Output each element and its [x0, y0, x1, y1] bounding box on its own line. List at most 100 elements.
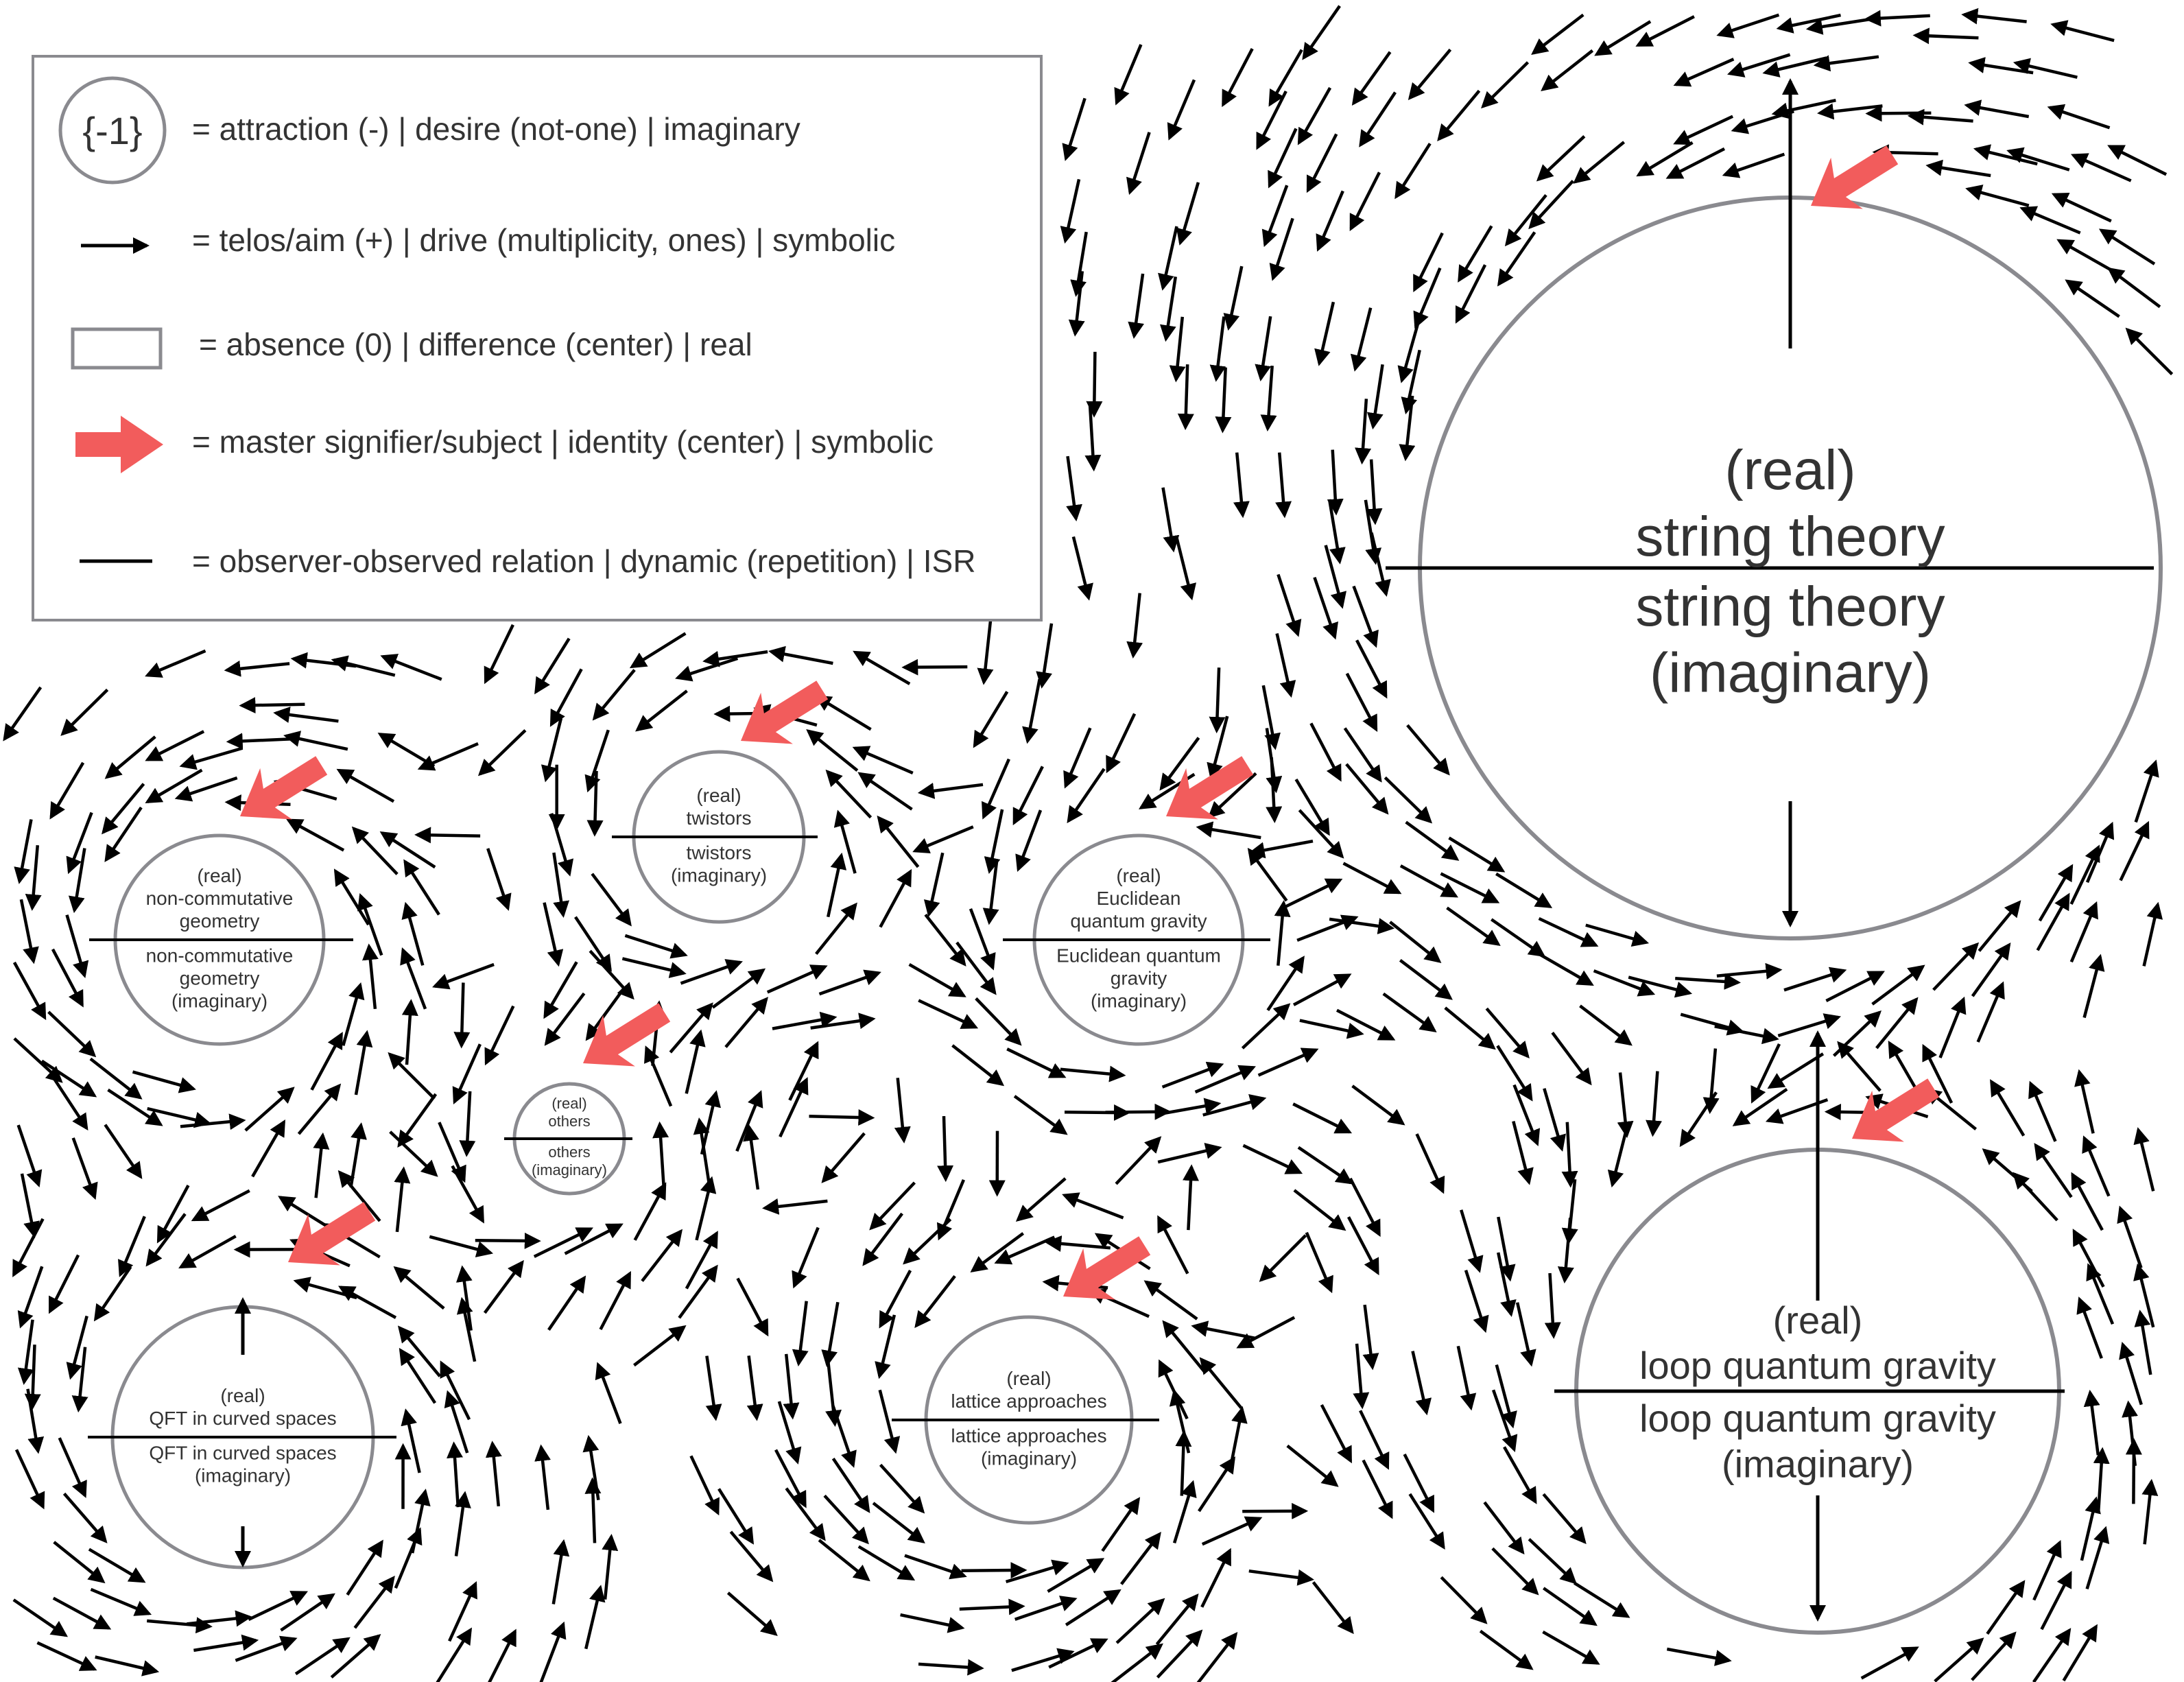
drive-arrow: [1491, 918, 1546, 958]
drive-arrow: [1011, 1648, 1075, 1672]
drive-arrow: [2080, 1496, 2101, 1561]
drive-arrow: [3, 686, 43, 742]
drive-arrow: [918, 999, 979, 1029]
drive-arrow: [1722, 152, 1785, 178]
drive-arrow: [1561, 1122, 1578, 1188]
imaginary-label: QFT in curved spaces: [149, 1443, 336, 1464]
drive-arrow: [1248, 1569, 1314, 1586]
drive-arrow: [1805, 17, 1872, 35]
imaginary-label: string theory: [1635, 576, 1945, 638]
drive-arrow: [1399, 395, 1416, 462]
drive-arrow: [354, 1030, 373, 1095]
drive-arrow: [2062, 1624, 2098, 1682]
drive-arrow: [2107, 145, 2168, 176]
drive-arrow: [1366, 459, 1383, 525]
drive-arrow: [956, 941, 997, 995]
legend-text-relation: = observer-observed relation | dynamic (…: [192, 543, 975, 579]
drive-arrow: [961, 1562, 1028, 1579]
drive-arrow: [1408, 48, 1452, 100]
drive-arrow: [678, 1264, 718, 1319]
drive-arrow: [454, 1491, 471, 1556]
drive-arrow: [923, 852, 945, 918]
master-signifier-icon: [75, 416, 163, 473]
drive-arrow: [918, 1659, 984, 1676]
drive-arrow: [2056, 239, 2115, 273]
drive-arrow: [1241, 1003, 1291, 1050]
drive-arrow: [1327, 499, 1346, 565]
drive-arrow: [1777, 1013, 1842, 1038]
drive-arrow: [821, 1132, 866, 1183]
drive-arrow: [179, 746, 244, 770]
drive-arrow: [1274, 900, 1291, 966]
drive-arrow: [1202, 1094, 1267, 1117]
drive-arrow: [1538, 916, 1599, 947]
drive-arrow: [1294, 778, 1330, 836]
drive-arrow: [351, 826, 399, 875]
drive-arrow: [543, 902, 564, 967]
drive-arrow: [1086, 351, 1103, 418]
drive-arrow: [1444, 1006, 1496, 1050]
imaginary-label: (imaginary): [1650, 642, 1931, 704]
drive-arrow: [1306, 133, 1338, 193]
drive-arrow: [337, 1170, 381, 1222]
drive-arrow: [66, 1315, 88, 1380]
drive-arrow: [970, 1232, 1025, 1272]
drive-arrow: [825, 769, 873, 819]
real-label: others: [548, 1113, 590, 1130]
drive-arrow: [394, 1166, 411, 1233]
drive-arrow: [193, 1634, 259, 1653]
drive-arrow: [1543, 1587, 1598, 1626]
real-label: (real): [1724, 439, 1855, 501]
drive-arrow: [857, 1545, 916, 1581]
imaginary-label: lattice approaches: [951, 1425, 1106, 1447]
real-label: string theory: [1635, 506, 1945, 568]
drive-arrow: [1297, 1146, 1353, 1185]
drive-arrow: [1114, 44, 1143, 106]
drive-arrow: [1198, 1456, 1236, 1513]
drive-arrow: [66, 812, 93, 875]
drive-arrow: [388, 1052, 436, 1100]
drive-arrow: [818, 1539, 870, 1582]
drive-arrow: [156, 1185, 190, 1244]
drive-arrow: [1542, 1630, 1600, 1665]
drive-arrow: [1413, 267, 1442, 329]
drive-arrow: [743, 1124, 760, 1190]
drive-arrow: [2034, 1143, 2073, 1198]
drive-arrow: [1248, 839, 1314, 859]
imaginary-label: others: [548, 1144, 590, 1161]
drive-arrow: [1101, 1497, 1141, 1552]
drive-arrow: [541, 718, 563, 783]
drive-arrow: [1156, 1098, 1222, 1117]
drive-arrow: [448, 1580, 477, 1642]
drive-arrow: [879, 1270, 912, 1329]
imaginary-label: (imaginary): [532, 1161, 607, 1178]
drive-arrow: [400, 947, 427, 1010]
drive-arrow: [1531, 13, 1584, 56]
drive-arrow: [1783, 967, 1847, 992]
drive-arrow: [19, 899, 39, 964]
drive-arrow: [1413, 232, 1444, 292]
drive-arrow: [1497, 1216, 1516, 1282]
master-signifier-arrow: [288, 1202, 376, 1266]
drive-arrow: [25, 845, 42, 911]
drive-arrow: [1485, 1007, 1530, 1059]
drive-arrow: [1585, 923, 1650, 947]
master-signifier-arrow: [1063, 1236, 1151, 1300]
drive-arrow: [1986, 1580, 2026, 1635]
drive-arrow: [1256, 90, 1287, 150]
drive-arrow: [1242, 1502, 1309, 1519]
drive-arrow: [1157, 1142, 1222, 1164]
drive-arrow: [1593, 969, 1656, 997]
drive-arrow: [1440, 1576, 1488, 1624]
drive-arrow: [1362, 1304, 1379, 1371]
drive-arrow: [95, 1655, 160, 1677]
drive-arrow: [132, 1070, 196, 1093]
drive-arrow: [145, 649, 206, 678]
drive-arrow: [777, 1401, 802, 1465]
drive-arrow: [936, 1179, 965, 1241]
drive-arrow: [1045, 1235, 1111, 1252]
drive-arrow: [1320, 1403, 1353, 1464]
drive-arrow: [1065, 1589, 1121, 1626]
drive-arrow: [1236, 1316, 1296, 1349]
